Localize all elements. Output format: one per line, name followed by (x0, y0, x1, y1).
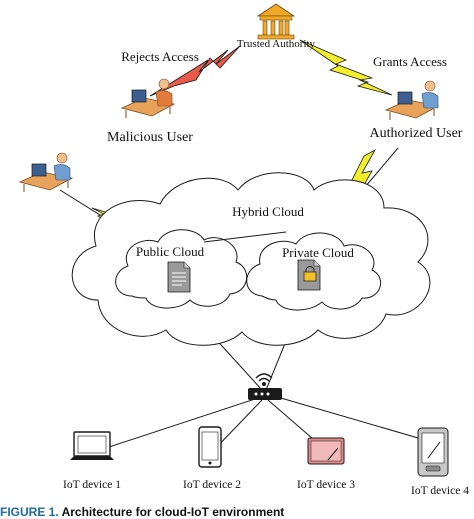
grants-access-label: Grants Access (373, 54, 447, 69)
iot-device-label: IoT device 2 (183, 479, 241, 491)
iot-device-label: IoT device 1 (63, 479, 121, 491)
router-to-device-1 (99, 397, 259, 451)
iot-device-label: IoT device 4 (411, 485, 469, 497)
figure-caption-text: Architecture for cloud-IoT environment (61, 506, 285, 519)
authorized-user-label: Authorized User (370, 126, 463, 141)
public-cloud-label: Public Cloud (136, 244, 205, 259)
private-cloud-label: Private Cloud (282, 245, 354, 260)
trusted-authority-label: Trusted Authority (237, 38, 316, 50)
laptop-icon (70, 431, 114, 460)
locked-document-icon (297, 259, 321, 291)
wireless-router-icon (248, 373, 282, 400)
user-at-desk-icon (18, 152, 74, 192)
iot-device-label: IoT device 3 (297, 479, 355, 491)
router-to-device-4 (273, 395, 426, 441)
hybrid-cloud-label: Hybrid Cloud (232, 204, 304, 219)
figure-caption: FIGURE 1. Architecture for cloud-IoT env… (0, 506, 474, 519)
bank-building-icon (256, 3, 296, 40)
user-at-desk-icon (120, 78, 176, 118)
diagram-canvas: Trusted Authority Rejects Access Grants … (18, 3, 469, 497)
rejects-access-label: Rejects Access (121, 49, 199, 64)
figure-caption-label: FIGURE 1. (0, 506, 59, 519)
smartphone-icon (198, 426, 222, 468)
user-at-desk-icon (384, 80, 440, 120)
pda-icon (417, 427, 449, 477)
tablet-icon (307, 437, 345, 465)
grants-access-lightning (299, 39, 393, 96)
rejects-access-lightning (149, 45, 241, 97)
malicious-user-label: Malicious User (107, 130, 193, 145)
document-icon (167, 261, 191, 293)
hybrid-cloud-link (203, 231, 287, 243)
